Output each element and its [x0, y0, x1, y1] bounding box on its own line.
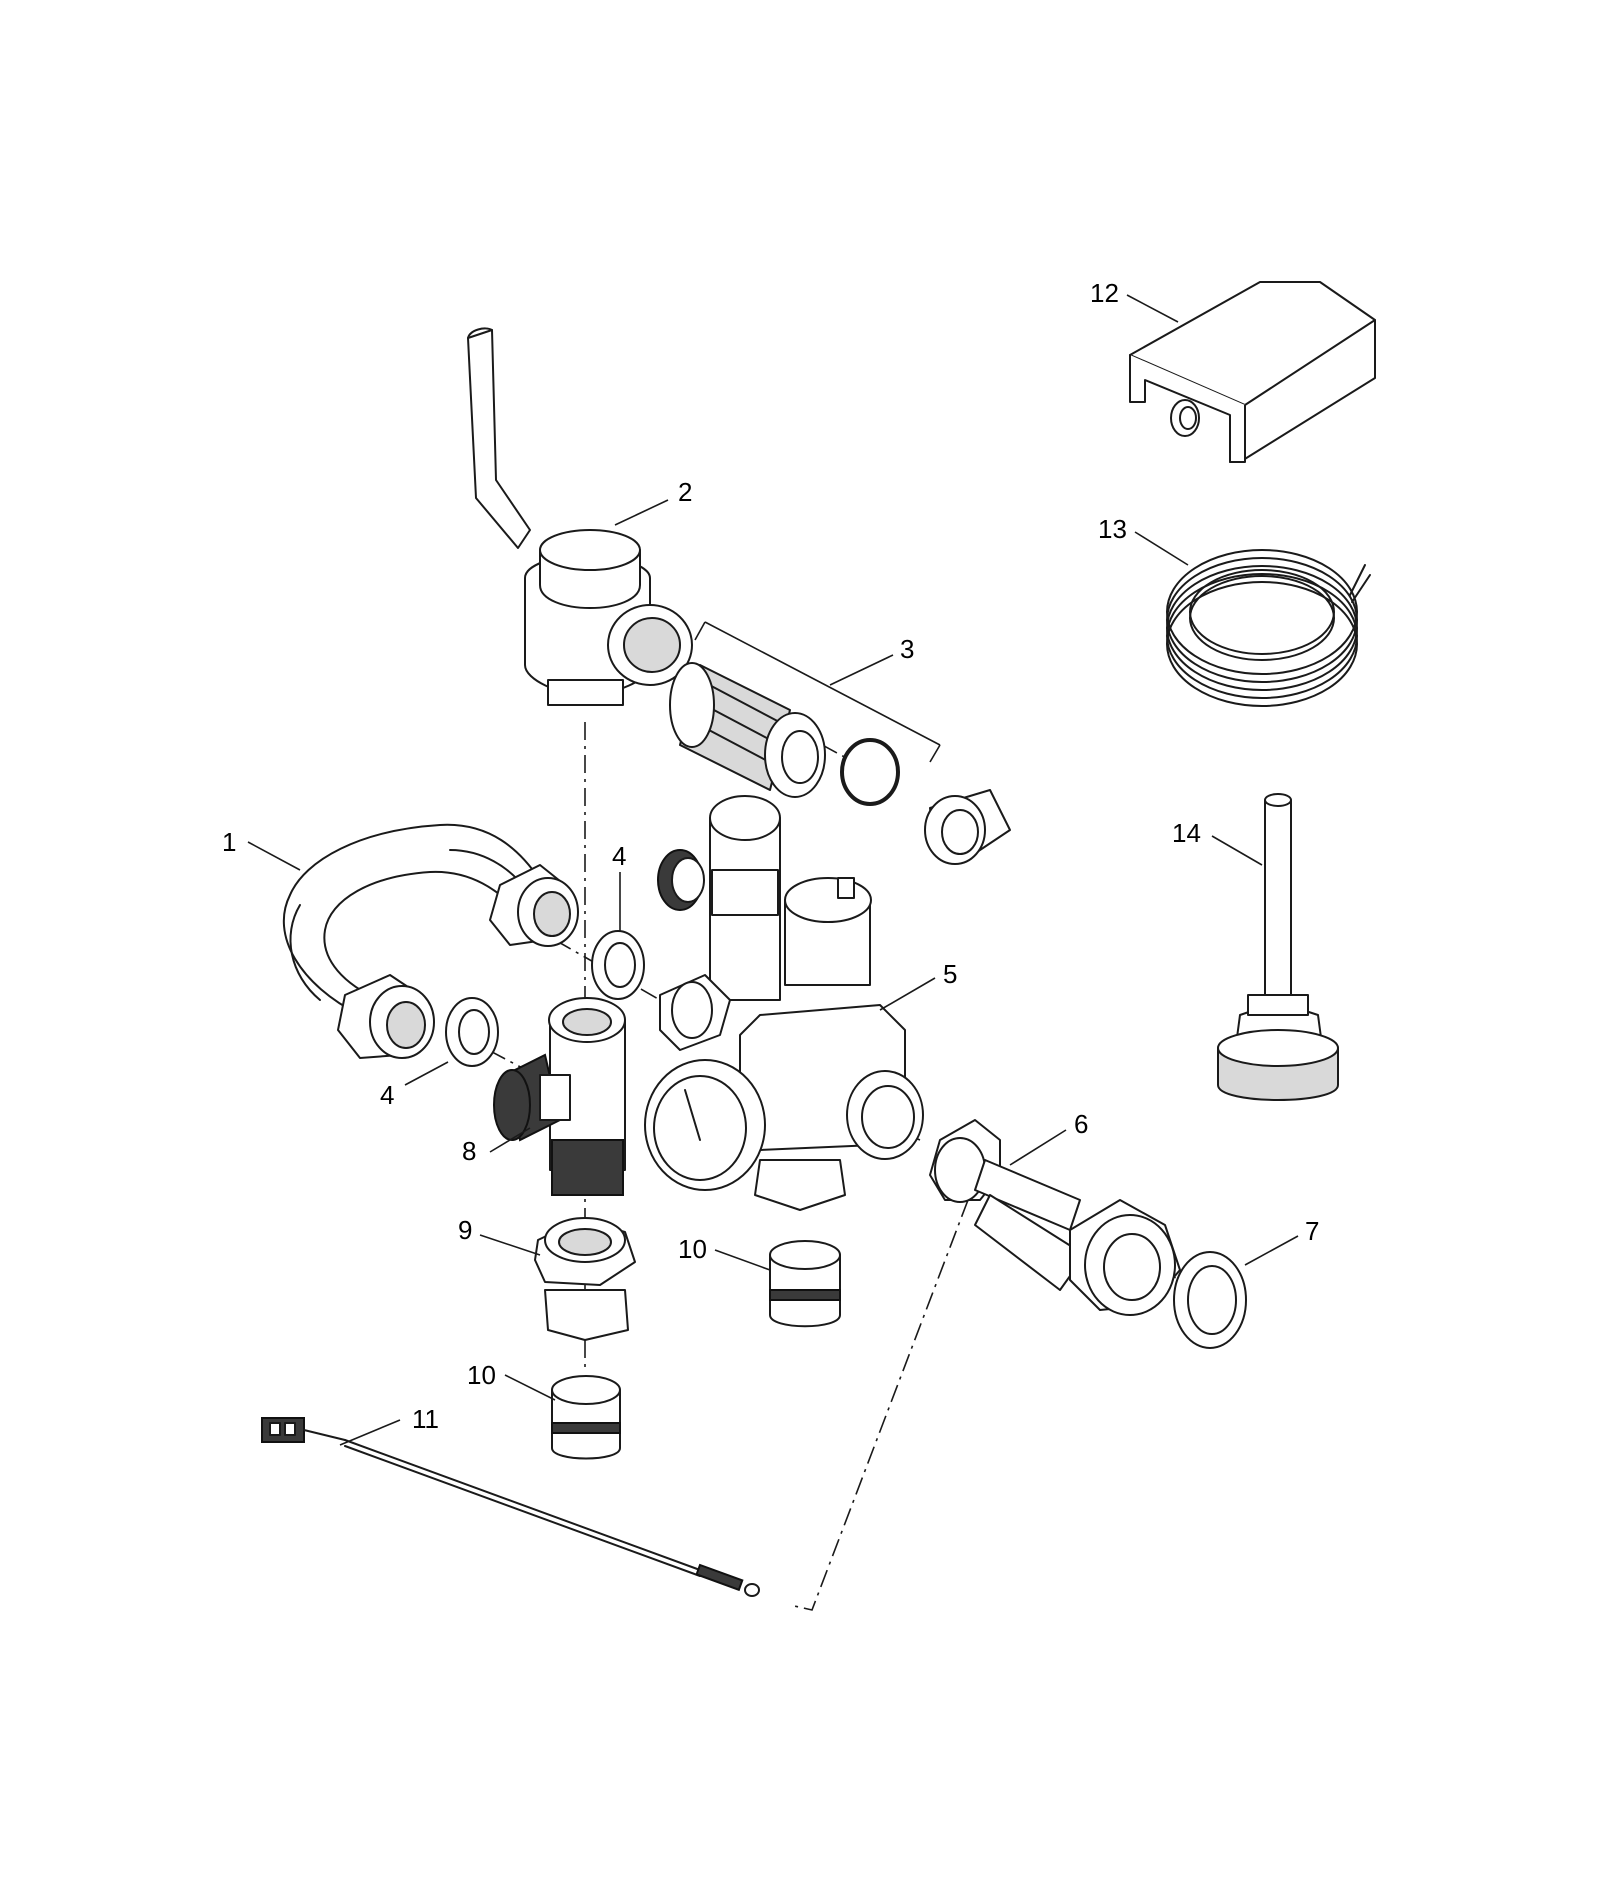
part-5-safety-manifold [644, 795, 924, 1211]
part-10-sleeve-left [551, 1375, 621, 1460]
callout-10-right: 10 [678, 1234, 707, 1264]
part-1-flexible-hose [282, 823, 579, 1059]
part-9-reducing-nipple [534, 1217, 636, 1341]
part-4-washer-lower [445, 997, 499, 1067]
part-2-ball-valve [467, 327, 693, 706]
part-3-strainer-kit [669, 621, 1011, 865]
part-6-union-connector [929, 1119, 1181, 1316]
part-7-washer [1173, 1251, 1247, 1349]
callout-12: 12 [1090, 278, 1119, 308]
callout-2: 2 [678, 477, 692, 507]
part-11-sensor-cable [261, 1417, 760, 1597]
callout-10-left: 10 [467, 1360, 496, 1390]
callout-6: 6 [1074, 1109, 1088, 1139]
callout-3: 3 [900, 634, 914, 664]
callout-7: 7 [1305, 1216, 1319, 1246]
part-14-sensor-pocket [1217, 793, 1339, 1101]
callout-4-upper: 4 [612, 841, 626, 871]
callout-14: 14 [1172, 818, 1201, 848]
callout-5: 5 [943, 959, 957, 989]
part-10-sleeve-right [769, 1240, 841, 1328]
leader-lines [247, 294, 1299, 1446]
callout-11: 11 [412, 1404, 439, 1434]
callout-1: 1 [222, 827, 236, 857]
callout-labels: 1 2 3 4 4 5 6 7 8 9 10 10 11 12 13 14 [222, 278, 1319, 1434]
part-4-washer-upper [591, 930, 645, 1000]
callout-13: 13 [1098, 514, 1127, 544]
callout-4-lower: 4 [380, 1080, 394, 1110]
callout-8: 8 [462, 1136, 476, 1166]
callout-9: 9 [458, 1215, 472, 1245]
part-8-tee-fitting [493, 997, 626, 1196]
part-13-cable-coil [1166, 549, 1371, 707]
part-12-insulation-cover [1129, 281, 1376, 463]
